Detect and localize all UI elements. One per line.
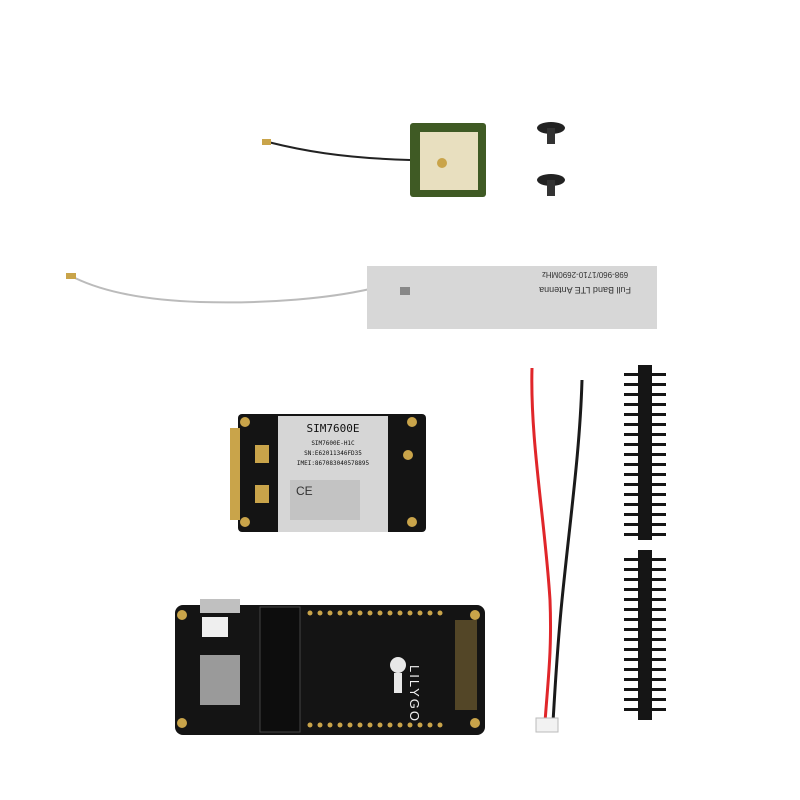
battery-connector-icon (202, 617, 228, 637)
pin-row-top (307, 610, 443, 616)
module-ce-mark: CE (296, 484, 313, 498)
module-part: SIM7600E-H1C (311, 440, 355, 447)
sim-slot-icon (200, 655, 240, 705)
lte-cable (74, 277, 371, 304)
lte-feed-icon (400, 287, 410, 295)
pin-row-bottom (307, 722, 443, 728)
board-brand: LILYGO (407, 665, 422, 724)
jst-connector-icon (535, 717, 559, 733)
screw-icon (537, 122, 565, 144)
pin-header-bottom (620, 550, 670, 720)
module-sn: SN:E62011346FD35 (304, 450, 362, 457)
module-imei: IMEI:867083040578895 (296, 460, 370, 467)
black-wire (551, 379, 584, 723)
pcie-slot (259, 606, 301, 733)
mount-hole-icon (177, 610, 187, 620)
sim7600-module: SIM7600E SIM7600E-H1C SN:E62011346FD35 I… (230, 410, 430, 535)
lilygo-logo-icon (390, 657, 406, 693)
gps-ceramic (420, 132, 478, 190)
lilygo-board: LILYGO (170, 595, 490, 740)
board-pcb (175, 605, 485, 735)
screw-icon (537, 174, 565, 196)
antenna-port-icon (403, 450, 413, 460)
antenna-area (455, 620, 477, 710)
gps-cable (267, 141, 411, 161)
pcie-edge-connector (230, 428, 240, 520)
mount-hole-icon (177, 718, 187, 728)
red-wire (530, 367, 553, 723)
mount-hole-icon (470, 610, 480, 620)
mount-hole-icon (407, 417, 417, 427)
usb-port-icon (200, 599, 240, 613)
pad-icon (255, 485, 269, 503)
gps-connector-icon (262, 139, 271, 145)
gps-feed-icon (437, 158, 447, 168)
lte-connector-icon (66, 273, 76, 279)
pin-header-top (620, 365, 670, 540)
mount-hole-icon (240, 417, 250, 427)
lte-antenna-flex (367, 266, 657, 329)
mount-hole-icon (470, 718, 480, 728)
pad-icon (255, 445, 269, 463)
module-model: SIM7600E (306, 422, 360, 435)
mount-hole-icon (407, 517, 417, 527)
mount-hole-icon (240, 517, 250, 527)
